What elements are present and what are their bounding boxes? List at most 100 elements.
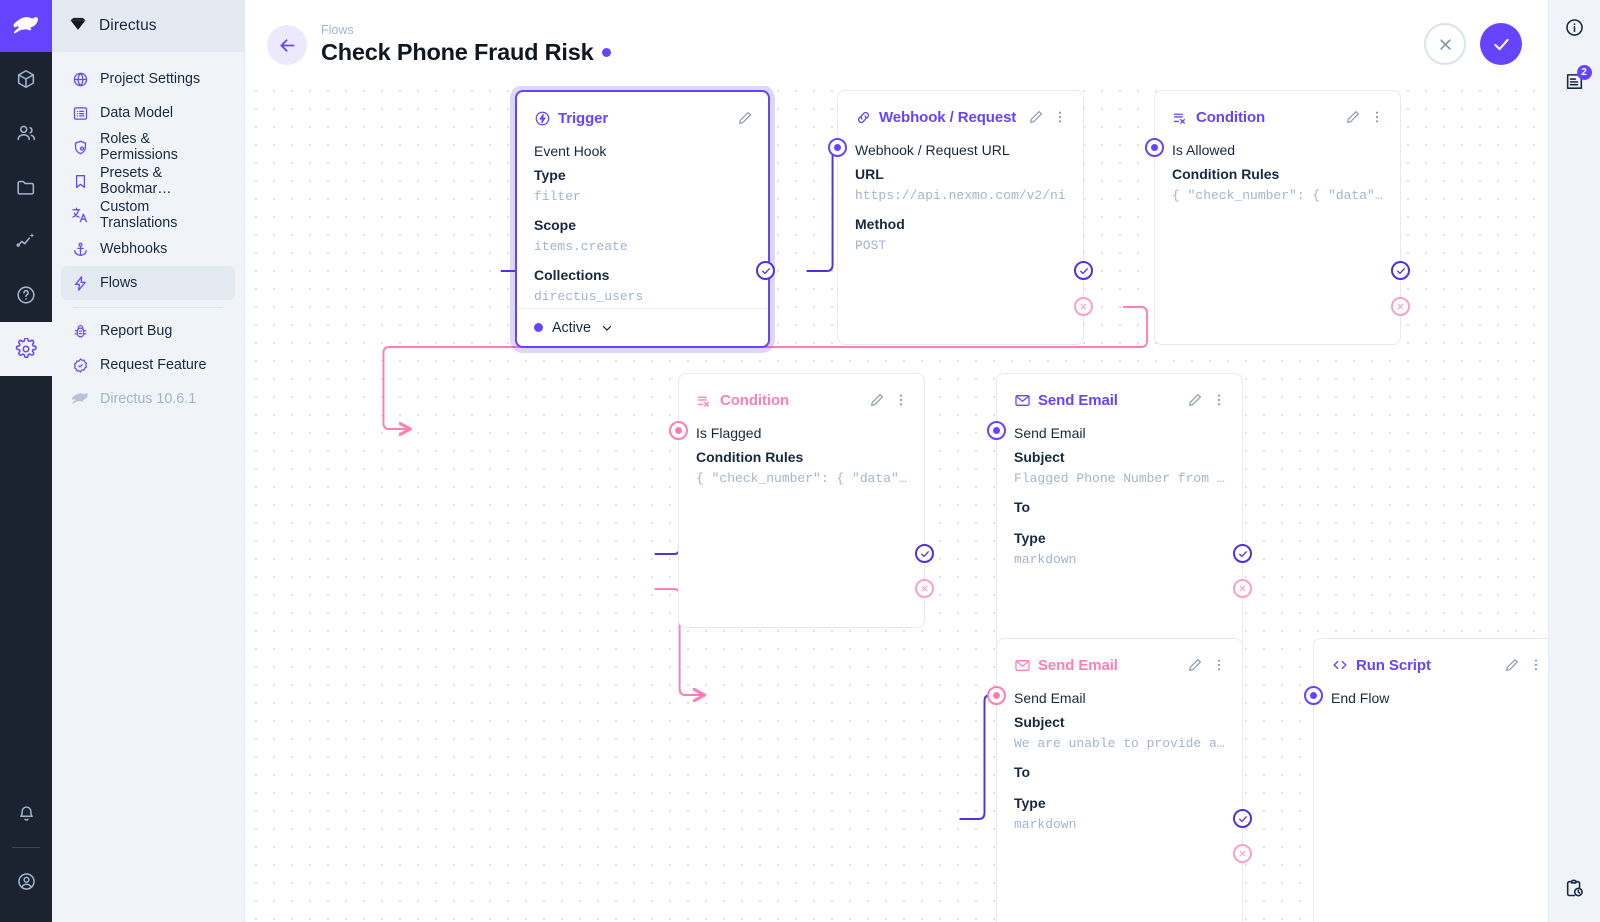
- rail-item-files[interactable]: [0, 160, 52, 214]
- port-send-email-flagged-resolve[interactable]: [1233, 544, 1252, 563]
- more-options-icon[interactable]: [891, 390, 911, 410]
- port-run-script-input[interactable]: [1304, 686, 1323, 705]
- port-condition-flagged-reject[interactable]: [915, 579, 934, 598]
- node-row-value: markdown: [1014, 817, 1077, 832]
- node-row-value: { "check_number": { "data"…: [696, 471, 907, 486]
- link-icon: [855, 109, 872, 126]
- flow-node-condition-allowed[interactable]: Condition Is Allowed Condition Rules { "…: [1154, 90, 1401, 345]
- activity-log-button[interactable]: [1549, 868, 1600, 922]
- sidebar-item-webhooks[interactable]: Webhooks: [61, 232, 235, 266]
- rule-icon: [1172, 109, 1189, 126]
- port-condition-flagged-input[interactable]: [669, 421, 688, 440]
- rail-item-content[interactable]: [0, 52, 52, 106]
- node-status-bar[interactable]: Active: [517, 308, 768, 346]
- rail-item-settings[interactable]: [0, 322, 52, 376]
- node-actions: [1502, 655, 1546, 675]
- flow-node-run-script[interactable]: Run Script End Flow: [1313, 638, 1548, 922]
- port-webhook-resolve[interactable]: [1074, 261, 1093, 280]
- more-options-icon[interactable]: [1367, 107, 1387, 127]
- more-options-icon[interactable]: [1209, 655, 1229, 675]
- status-label: Active: [552, 319, 591, 336]
- rail-item-account[interactable]: [0, 854, 52, 908]
- port-send-email-flagged-input[interactable]: [987, 421, 1006, 440]
- save-button[interactable]: [1480, 23, 1522, 65]
- node-type-label: Run Script: [1356, 656, 1431, 674]
- bolt-icon: [71, 274, 89, 292]
- port-condition-allowed-resolve[interactable]: [1391, 261, 1410, 280]
- edit-pencil-icon[interactable]: [1185, 655, 1205, 675]
- node-row-label: Subject: [1014, 449, 1065, 465]
- flow-node-send-email-unable[interactable]: Send Email Send Email Subject We are una…: [996, 638, 1243, 922]
- rail-item-insights[interactable]: [0, 214, 52, 268]
- rail-divider: [12, 847, 40, 848]
- node-body: Event Hook Type filter Scope items.creat…: [517, 134, 768, 318]
- directus-logo[interactable]: [0, 0, 52, 52]
- node-header: Send Email: [997, 374, 1242, 416]
- port-condition-flagged-resolve[interactable]: [915, 544, 934, 563]
- edit-pencil-icon[interactable]: [867, 390, 887, 410]
- edit-pencil-icon[interactable]: [1502, 655, 1522, 675]
- node-actions: [1185, 655, 1229, 675]
- sidebar-item-custom-translations[interactable]: Custom Translations: [61, 198, 235, 232]
- node-row-label: End Flow: [1331, 690, 1390, 706]
- sidebar-item-label: Roles & Permissions: [100, 131, 178, 163]
- edit-pencil-icon[interactable]: [1026, 107, 1046, 127]
- flow-node-webhook[interactable]: Webhook / Request U Webhook / Request UR…: [837, 90, 1084, 345]
- header-actions: [1424, 23, 1522, 65]
- port-send-email-unable-reject[interactable]: [1233, 844, 1252, 863]
- rail-item-docs[interactable]: [0, 268, 52, 322]
- node-actions: [735, 108, 755, 128]
- sidebar-nav: Project Settings Data Model Roles & Perm…: [52, 52, 244, 416]
- more-options-icon[interactable]: [1526, 655, 1546, 675]
- sidebar-item-presets-bookmarks[interactable]: Presets & Bookmar…: [61, 164, 235, 198]
- port-webhook-reject[interactable]: [1074, 297, 1093, 316]
- sidebar-version-label: Directus 10.6.1: [100, 391, 197, 407]
- public-icon: [71, 70, 89, 88]
- port-webhook-input[interactable]: [828, 138, 847, 157]
- revisions-button[interactable]: 2: [1549, 54, 1600, 108]
- node-row-label: Type: [534, 167, 566, 183]
- sidebar-item-label: Data Model: [100, 105, 174, 121]
- sidebar-item-roles-permissions[interactable]: Roles & Permissions: [61, 130, 235, 164]
- revisions-badge: 2: [1576, 65, 1592, 80]
- flow-status-dot: [602, 47, 612, 57]
- module-rail: [0, 0, 52, 922]
- node-row-value: markdown: [1014, 552, 1077, 567]
- node-row-value: directus_users: [534, 289, 644, 304]
- edit-pencil-icon[interactable]: [1343, 107, 1363, 127]
- node-actions: [1343, 107, 1387, 127]
- port-trigger-resolve[interactable]: [756, 261, 775, 280]
- node-row-label: Event Hook: [534, 143, 607, 159]
- flow-node-trigger[interactable]: Trigger Event Hook Type filter Scope ite…: [515, 90, 770, 348]
- rail-item-users[interactable]: [0, 106, 52, 160]
- sidebar-item-project-settings[interactable]: Project Settings: [61, 62, 235, 96]
- port-condition-allowed-input[interactable]: [1145, 138, 1164, 157]
- verified-icon: [71, 356, 89, 374]
- more-options-icon[interactable]: [1209, 390, 1229, 410]
- edit-pencil-icon[interactable]: [735, 108, 755, 128]
- sidebar-item-report-bug[interactable]: Report Bug: [61, 314, 235, 348]
- translate-icon: [71, 206, 89, 224]
- flow-canvas[interactable]: Trigger Event Hook Type filter Scope ite…: [245, 86, 1548, 922]
- node-actions: [1026, 107, 1070, 127]
- node-row-label: Scope: [534, 217, 577, 233]
- chevron-down-icon[interactable]: [600, 321, 614, 335]
- sidebar-item-request-feature[interactable]: Request Feature: [61, 348, 235, 382]
- more-options-icon[interactable]: [1050, 107, 1070, 127]
- port-send-email-unable-resolve[interactable]: [1233, 809, 1252, 828]
- sidebar-item-data-model[interactable]: Data Model: [61, 96, 235, 130]
- port-condition-allowed-reject[interactable]: [1391, 297, 1410, 316]
- node-row-label: Condition Rules: [1172, 166, 1280, 182]
- main-area: Flows Check Phone Fraud Risk: [245, 0, 1548, 922]
- rail-item-notifications[interactable]: [0, 787, 52, 841]
- edit-pencil-icon[interactable]: [1185, 390, 1205, 410]
- info-button[interactable]: [1549, 0, 1600, 54]
- breadcrumb[interactable]: Flows: [321, 22, 354, 37]
- flow-node-condition-flagged[interactable]: Condition Is Flagged Condition Rules { "…: [678, 373, 925, 628]
- sidebar-item-flows[interactable]: Flows: [61, 266, 235, 300]
- node-type-label: Send Email: [1038, 391, 1118, 409]
- cancel-button[interactable]: [1424, 23, 1466, 65]
- back-button[interactable]: [267, 25, 307, 65]
- port-send-email-unable-input[interactable]: [987, 686, 1006, 705]
- port-send-email-flagged-reject[interactable]: [1233, 579, 1252, 598]
